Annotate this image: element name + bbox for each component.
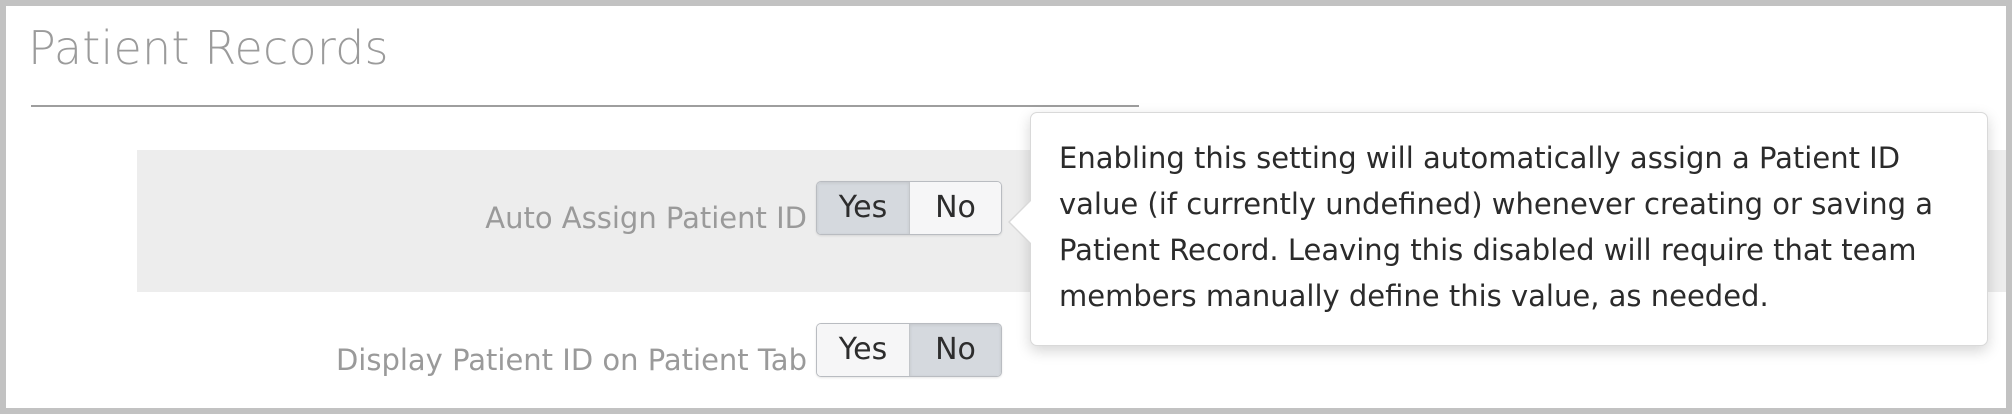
tooltip-text: Enabling this setting will automatically… (1059, 141, 1934, 313)
toggle-display-patient-id-on-patient-tab[interactable]: Yes No (816, 323, 1002, 377)
setting-label-display-patient-id-on-patient-tab: Display Patient ID on Patient Tab (335, 343, 807, 377)
setting-help-tooltip: Enabling this setting will automatically… (1008, 112, 1988, 346)
setting-label-auto-assign-patient-id: Auto Assign Patient ID (485, 201, 807, 235)
toggle-auto-assign-patient-id[interactable]: Yes No (816, 181, 1002, 235)
toggle-option-no[interactable]: No (909, 182, 1001, 234)
tooltip-arrow-fill-icon (1010, 199, 1033, 245)
title-divider (31, 105, 1139, 107)
toggle-option-yes[interactable]: Yes (817, 324, 909, 376)
toggle-option-yes[interactable]: Yes (817, 182, 909, 234)
setting-row-display-patient-id-on-patient-tab: Display Patient ID on Patient Tab Yes No (6, 292, 2006, 408)
toggle-option-no[interactable]: No (909, 324, 1001, 376)
page-title: Patient Records (28, 21, 389, 75)
